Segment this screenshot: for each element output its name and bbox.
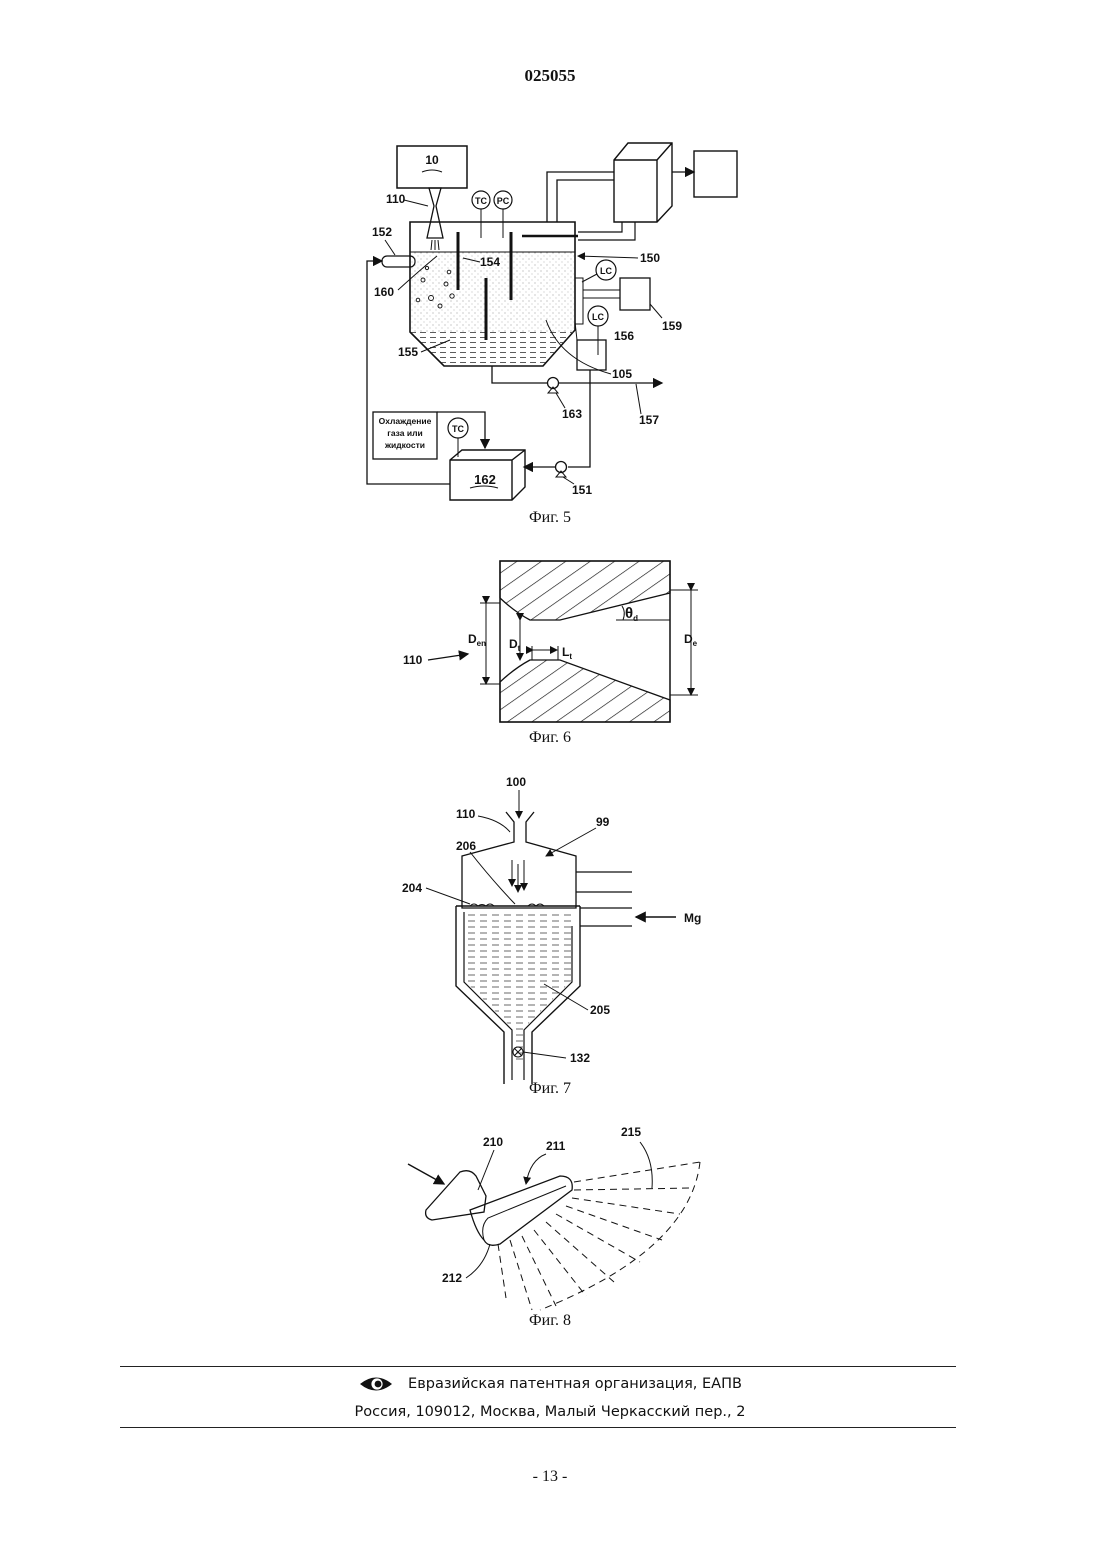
- label-lc-bottom: LC: [592, 312, 604, 322]
- label-132: 132: [570, 1051, 590, 1065]
- label-160: 160: [374, 285, 394, 299]
- figure-6-diagram: Den Dt Lt De θd 110: [0, 550, 1100, 750]
- page-number: - 13 -: [0, 1468, 1100, 1486]
- figure-5-caption: Фиг. 5: [0, 509, 1100, 527]
- label-l-t: Lt: [562, 645, 572, 661]
- label-theta-d: θd: [625, 605, 638, 623]
- label-212: 212: [442, 1271, 462, 1285]
- label-pc: PC: [497, 196, 510, 206]
- label-156: 156: [614, 329, 634, 343]
- label-100: 100: [506, 775, 526, 789]
- footer-bottom-rule: [120, 1427, 956, 1428]
- label-tc: TC: [475, 196, 487, 206]
- label-151: 151: [572, 483, 592, 497]
- figure-6-caption: Фиг. 6: [0, 729, 1100, 747]
- footer-address: Россия, 109012, Москва, Малый Черкасский…: [0, 1404, 1100, 1420]
- figure-8-diagram: 210 211 215 212: [0, 1120, 1100, 1320]
- footer-organization: Евразийская патентная организация, ЕАПВ: [0, 1374, 1100, 1394]
- label-99: 99: [596, 815, 610, 829]
- level-tank: [577, 340, 606, 370]
- label-110: 110: [386, 192, 406, 206]
- spray-fan-215: [498, 1162, 700, 1310]
- label-lc-top: LC: [600, 266, 612, 276]
- nozzle-110: [427, 188, 443, 238]
- label-215: 215: [621, 1125, 641, 1139]
- label-159: 159: [662, 319, 682, 333]
- label-204: 204: [402, 881, 422, 895]
- figure-5-diagram: 10 110 TC PC 152 154 160 150 LC: [0, 0, 1100, 520]
- eapo-eye-logo-icon: [358, 1374, 394, 1394]
- upper-wall: [500, 561, 670, 620]
- label-110-fig7: 110: [456, 807, 476, 821]
- output-box: [694, 151, 737, 197]
- label-cooling-2: газа или: [387, 428, 422, 438]
- box-159: [620, 278, 650, 310]
- label-150: 150: [640, 251, 660, 265]
- footer-top-rule: [120, 1366, 956, 1367]
- nozzle-110-fig7: [462, 812, 576, 908]
- label-155: 155: [398, 345, 418, 359]
- label-211: 211: [546, 1139, 566, 1153]
- label-205: 205: [590, 1003, 610, 1017]
- label-tc-lower: TC: [452, 424, 464, 434]
- label-d-e: De: [684, 632, 698, 648]
- lower-wall: [500, 660, 670, 722]
- label-mg: Mg: [684, 911, 701, 925]
- organization-name: Евразийская патентная организация, ЕАПВ: [408, 1376, 742, 1392]
- label-162: 162: [474, 472, 496, 487]
- separator-box: [614, 143, 672, 222]
- label-154: 154: [480, 255, 500, 269]
- label-163: 163: [562, 407, 582, 421]
- label-box-10: 10: [425, 153, 439, 167]
- label-206: 206: [456, 839, 476, 853]
- label-d-en: Den: [468, 632, 486, 648]
- label-110-fig6: 110: [403, 653, 423, 667]
- label-157: 157: [639, 413, 659, 427]
- label-cooling-1: Охлаждение: [379, 416, 432, 426]
- label-cooling-3: жидкости: [384, 440, 425, 450]
- figure-7-caption: Фиг. 7: [0, 1080, 1100, 1098]
- label-105: 105: [612, 367, 632, 381]
- label-210: 210: [483, 1135, 503, 1149]
- label-d-t: Dt: [509, 637, 521, 653]
- figure-7-diagram: 100 110 99 206 204 Mg 205 132: [0, 770, 1100, 1090]
- fan-nozzle-211: [470, 1176, 572, 1245]
- label-152: 152: [372, 225, 392, 239]
- figure-8-caption: Фиг. 8: [0, 1312, 1100, 1330]
